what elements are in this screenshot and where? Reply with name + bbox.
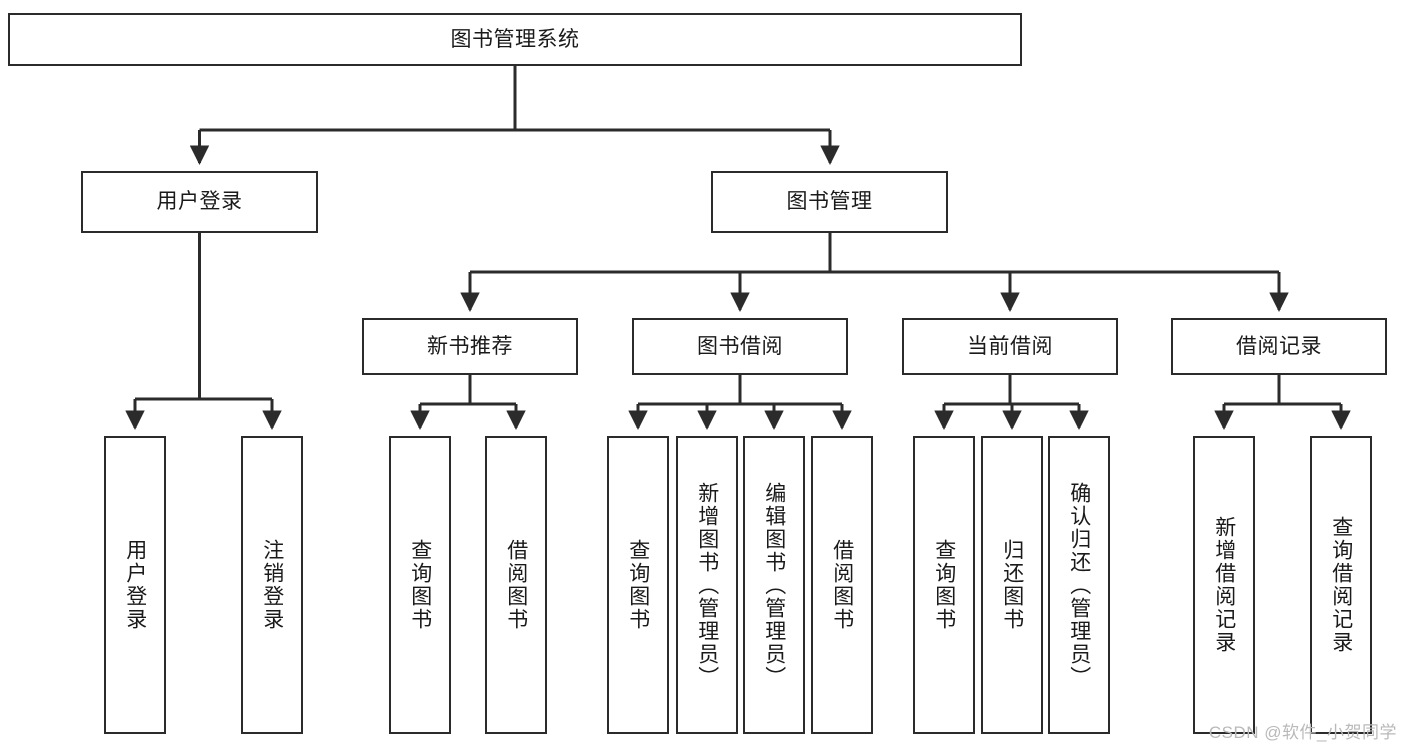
- node-leaf-add-record-label: 新增借阅记录: [1212, 516, 1236, 654]
- node-leaf-borrow-book-2-label: 借阅图书: [830, 539, 854, 631]
- node-leaf-borrow-book-2[interactable]: 借阅图书: [811, 436, 873, 734]
- node-leaf-return-book[interactable]: 归还图书: [981, 436, 1043, 734]
- node-borrow-record[interactable]: 借阅记录: [1171, 318, 1387, 375]
- watermark-text: CSDN @软件_小贺同学: [1208, 723, 1397, 742]
- node-leaf-query-record-label: 查询借阅记录: [1329, 516, 1353, 654]
- node-leaf-edit-book[interactable]: 编辑图书（管理员）: [743, 436, 805, 734]
- node-leaf-confirm-return[interactable]: 确认归还（管理员）: [1048, 436, 1110, 734]
- node-new-book-rec[interactable]: 新书推荐: [362, 318, 578, 375]
- node-leaf-confirm-return-label: 确认归还（管理员）: [1067, 481, 1091, 689]
- node-book-manage-label: 图书管理: [786, 190, 873, 214]
- node-leaf-query-book-2-label: 查询图书: [626, 539, 650, 631]
- node-leaf-query-book-1[interactable]: 查询图书: [389, 436, 451, 734]
- node-current-borrow-label: 当前借阅: [967, 334, 1053, 358]
- node-current-borrow[interactable]: 当前借阅: [902, 318, 1118, 375]
- node-leaf-logout[interactable]: 注销登录: [241, 436, 303, 734]
- node-leaf-add-book-label: 新增图书（管理员）: [695, 481, 719, 689]
- node-user-login-label: 用户登录: [156, 190, 243, 214]
- node-leaf-query-book-3[interactable]: 查询图书: [913, 436, 975, 734]
- node-leaf-edit-book-label: 编辑图书（管理员）: [762, 481, 786, 689]
- node-book-manage[interactable]: 图书管理: [711, 171, 948, 233]
- node-user-login[interactable]: 用户登录: [81, 171, 318, 233]
- node-leaf-user-login-label: 用户登录: [123, 539, 147, 631]
- node-book-borrow-label: 图书借阅: [697, 334, 783, 358]
- node-leaf-logout-label: 注销登录: [260, 539, 284, 631]
- node-leaf-query-book-2[interactable]: 查询图书: [607, 436, 669, 734]
- node-root[interactable]: 图书管理系统: [8, 13, 1022, 66]
- node-root-label: 图书管理系统: [450, 27, 580, 51]
- node-leaf-query-book-3-label: 查询图书: [932, 539, 956, 631]
- node-leaf-borrow-book-1[interactable]: 借阅图书: [485, 436, 547, 734]
- node-book-borrow[interactable]: 图书借阅: [632, 318, 848, 375]
- node-leaf-user-login[interactable]: 用户登录: [104, 436, 166, 734]
- node-leaf-add-book[interactable]: 新增图书（管理员）: [676, 436, 738, 734]
- node-leaf-add-record[interactable]: 新增借阅记录: [1193, 436, 1255, 734]
- node-borrow-record-label: 借阅记录: [1236, 334, 1322, 358]
- node-new-book-rec-label: 新书推荐: [427, 334, 513, 358]
- node-leaf-return-book-label: 归还图书: [1000, 539, 1024, 631]
- node-leaf-borrow-book-1-label: 借阅图书: [504, 539, 528, 631]
- node-leaf-query-record[interactable]: 查询借阅记录: [1310, 436, 1372, 734]
- node-leaf-query-book-1-label: 查询图书: [408, 539, 432, 631]
